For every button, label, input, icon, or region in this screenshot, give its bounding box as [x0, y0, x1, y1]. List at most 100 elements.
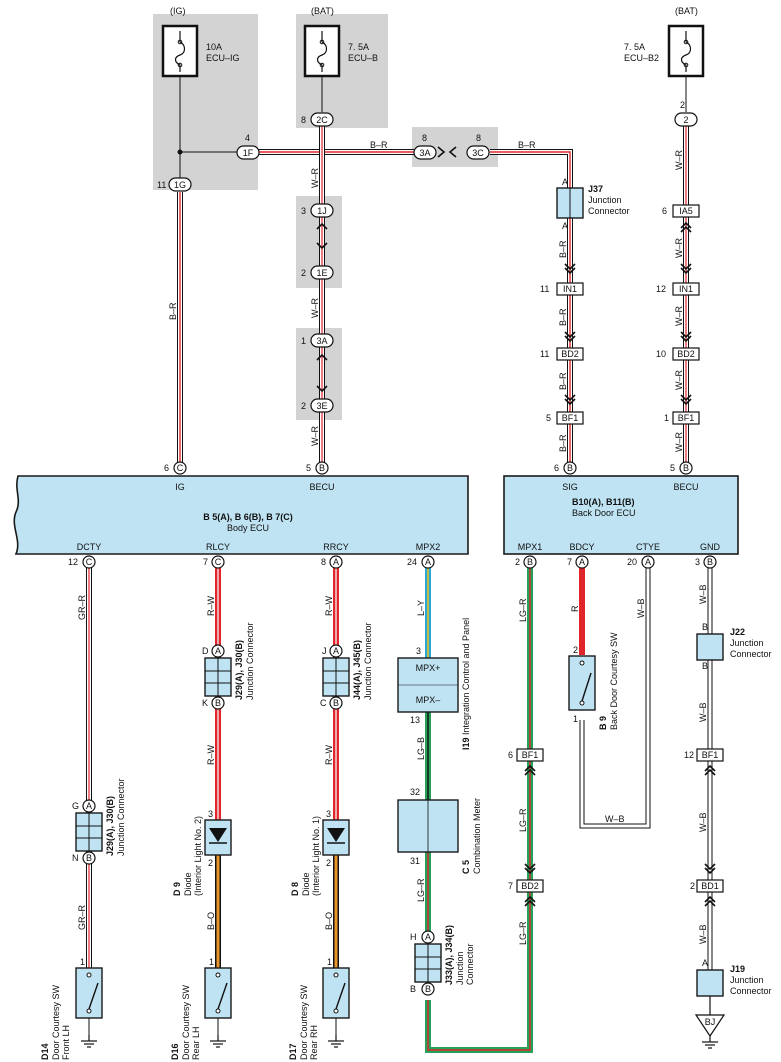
pin-letter: B: [410, 984, 416, 994]
wire-label: R–W: [324, 744, 334, 765]
pin-letter: C: [86, 557, 93, 567]
pin-number: 32: [410, 787, 420, 797]
connector-bd1: BD1: [701, 881, 719, 891]
connector-bf1: BF1: [522, 750, 539, 760]
ecu-name: Body ECU: [227, 523, 269, 533]
wire-label: B–O: [324, 912, 334, 930]
connector-1j: 1J: [317, 206, 327, 216]
j44-j45-rrcy: A J B C J44(A), J45(B) Junction Connecto…: [320, 622, 373, 710]
switch-d17: 1 D17 Door Courtesy SW Rear RH: [288, 957, 350, 1060]
component-code: C 5: [461, 860, 471, 874]
pin-number: 1: [301, 336, 306, 346]
pin-letter: A: [425, 932, 431, 942]
pin-letter: C: [215, 557, 222, 567]
pin-number: 2: [680, 100, 685, 110]
wire-label: W–R: [674, 306, 684, 327]
pin-number: 3: [416, 646, 421, 656]
connector-bf1: BF1: [678, 413, 695, 423]
pin-number: 3: [695, 557, 700, 567]
pin-number: 20: [627, 557, 637, 567]
supply-label: (BAT): [311, 6, 334, 16]
j22-junction-connector: B B J22 Junction Connector: [696, 622, 772, 671]
pin-name: RRCY: [323, 542, 349, 552]
pin-letter: A: [425, 557, 431, 567]
component-code: J22: [730, 627, 745, 637]
pin-number: 1: [209, 957, 214, 967]
component-name: Combination Meter: [472, 798, 482, 874]
fuse-ecu-ig: (IG) 10A ECU–IG: [161, 6, 240, 78]
back-door-ecu: B10(A), B11(B) Back Door ECU SIG BECU MP…: [503, 475, 739, 555]
wire-label: B–R: [518, 140, 536, 150]
component-name: Rear LH: [191, 1026, 201, 1060]
pin-letter: A: [562, 177, 568, 187]
ecu-pin-terminals: C 6 B 5 B 6 B 5 C 12 C 7 A 8 A 24 B 2 A …: [68, 461, 717, 569]
component-name: Connector: [730, 986, 772, 996]
wire-label: R–W: [206, 595, 216, 616]
pin-number: 6: [508, 750, 513, 760]
b9-back-door-courtesy-sw: 2 1 B 9 Back Door Courtesy SW: [568, 632, 619, 730]
pin-number: 3: [208, 809, 213, 819]
pin-letter: B: [567, 463, 573, 473]
component-code: J44(A), J45(B): [352, 640, 362, 700]
switch-d16: 1 D16 Door Courtesy SW Rear LH: [170, 957, 232, 1060]
pin-number: 3: [301, 206, 306, 216]
wire-label: LG–R: [518, 808, 528, 832]
pin-number: 7: [567, 557, 572, 567]
wires: [86, 75, 713, 1053]
pin-letter: A: [562, 221, 568, 231]
component-name: Junction: [730, 975, 764, 985]
component-name: Diode: [301, 872, 311, 896]
pin-number: 2: [301, 268, 306, 278]
pin-number: 13: [410, 715, 420, 725]
pin-name: MPX–: [416, 695, 441, 705]
component-name: Diode: [183, 872, 193, 896]
pin-letter: A: [702, 958, 708, 968]
diode-d8: 3 2 D 8 Diode (Interior Light No. 1): [290, 809, 350, 896]
pin-number: 5: [306, 463, 311, 473]
component-name: Door Courtesy SW: [51, 984, 61, 1060]
wire-label: L–Y: [416, 600, 426, 616]
pin-letter: A: [645, 557, 651, 567]
wire-label: W–R: [674, 238, 684, 259]
pin-name: MPX+: [416, 663, 441, 673]
pin-letter: A: [333, 646, 339, 656]
pin-number: 2: [208, 858, 213, 868]
j33-j34: A H B B J33(A), J34(B) Junction Connecto…: [410, 925, 475, 996]
pin-letter: H: [410, 932, 417, 942]
supply-label: (IG): [170, 6, 186, 16]
pin-letter: A: [215, 646, 221, 656]
pin-number: 3: [326, 809, 331, 819]
component-code: J37: [588, 184, 603, 194]
pin-number: 8: [422, 133, 427, 143]
fuse-name: ECU–B2: [624, 53, 659, 63]
connector-bd2: BD2: [521, 881, 539, 891]
pin-number: 12: [68, 557, 78, 567]
connector-2: 2: [683, 115, 688, 125]
connector-in1: IN1: [679, 284, 693, 294]
pin-letter: C: [177, 463, 184, 473]
pin-number: 7: [508, 881, 513, 891]
wire-label: W–R: [310, 298, 320, 319]
pin-number: 11: [540, 349, 549, 359]
pin-letter: K: [202, 698, 208, 708]
connector-1g: 1G: [174, 180, 186, 190]
pin-number: 2: [573, 645, 578, 655]
component-name: Junction Connector: [245, 622, 255, 700]
pin-number: 5: [670, 463, 675, 473]
wire-label: B–R: [558, 240, 568, 258]
body-ecu: B 5(A), B 6(B), B 7(C) Body ECU IG BECU …: [13, 475, 469, 555]
component-name: Junction: [588, 195, 622, 205]
wire-label: W–B: [698, 812, 708, 832]
wire-label: R–W: [324, 595, 334, 616]
pin-name: BDCY: [569, 542, 594, 552]
pin-letter: B: [702, 661, 708, 671]
fuse-rating: 10A: [206, 42, 222, 52]
wire-label: W–R: [674, 150, 684, 171]
pin-number: 11: [157, 180, 166, 190]
pin-number: 12: [684, 750, 694, 760]
pin-name: SIG: [562, 482, 578, 492]
component-name: (Interior Light No. 1): [311, 816, 321, 896]
wire-label: W–R: [310, 168, 320, 189]
fuse-name: ECU–IG: [206, 53, 240, 63]
wire-label: LG–B: [416, 737, 426, 760]
